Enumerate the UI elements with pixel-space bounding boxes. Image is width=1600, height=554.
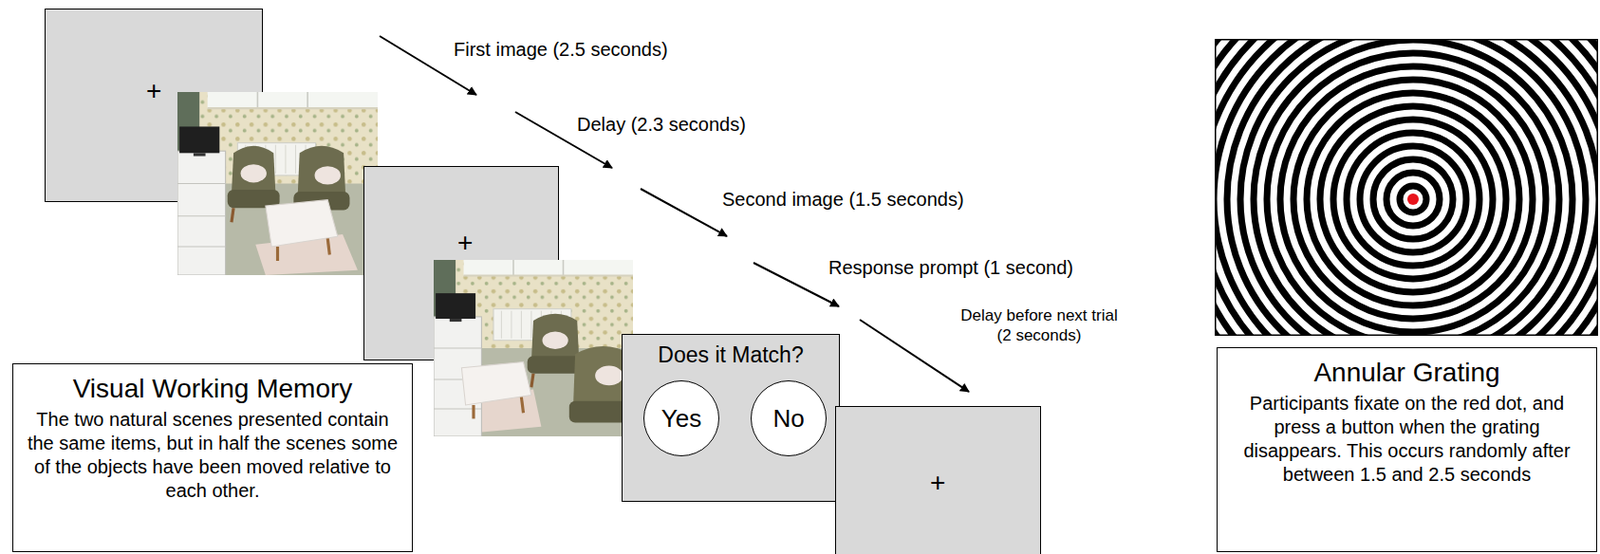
fixation-cross: + <box>146 77 162 105</box>
sequence-arrow <box>753 262 839 307</box>
sequence-arrow <box>859 319 969 392</box>
fixation-cross: + <box>930 469 946 497</box>
answer-text: No <box>772 406 804 431</box>
box-body: Participants fixate on the red dot, and … <box>1230 391 1583 487</box>
scene-photo <box>177 92 378 276</box>
duration-label: Response prompt (1 second) <box>828 256 1074 280</box>
duration-label: Delay before next trial (2 seconds) <box>953 305 1125 347</box>
response-screen: Does it Match? Yes No <box>621 334 840 503</box>
description-box: Visual Working MemoryThe two natural sce… <box>12 363 413 553</box>
fixation-cross: + <box>457 229 473 257</box>
box-heading: Annular Grating <box>1313 355 1500 391</box>
answer-text: Yes <box>661 406 702 431</box>
answer-button: Yes <box>643 380 720 457</box>
description-box: Annular GratingParticipants fixate on th… <box>1216 347 1598 553</box>
answer-button: No <box>750 380 827 457</box>
box-heading: Visual Working Memory <box>73 372 354 407</box>
annular-grating <box>1214 38 1599 336</box>
fixation-screen: + <box>835 406 1042 554</box>
duration-label: Delay (2.3 seconds) <box>576 112 746 136</box>
duration-label: First image (2.5 seconds) <box>453 37 669 61</box>
sequence-arrow <box>640 188 727 237</box>
prompt-text: Does it Match? <box>622 342 839 370</box>
duration-label: Second image (1.5 seconds) <box>722 187 965 211</box>
scene-photo <box>433 260 633 437</box>
box-body: The two natural scenes presented contain… <box>26 408 399 503</box>
